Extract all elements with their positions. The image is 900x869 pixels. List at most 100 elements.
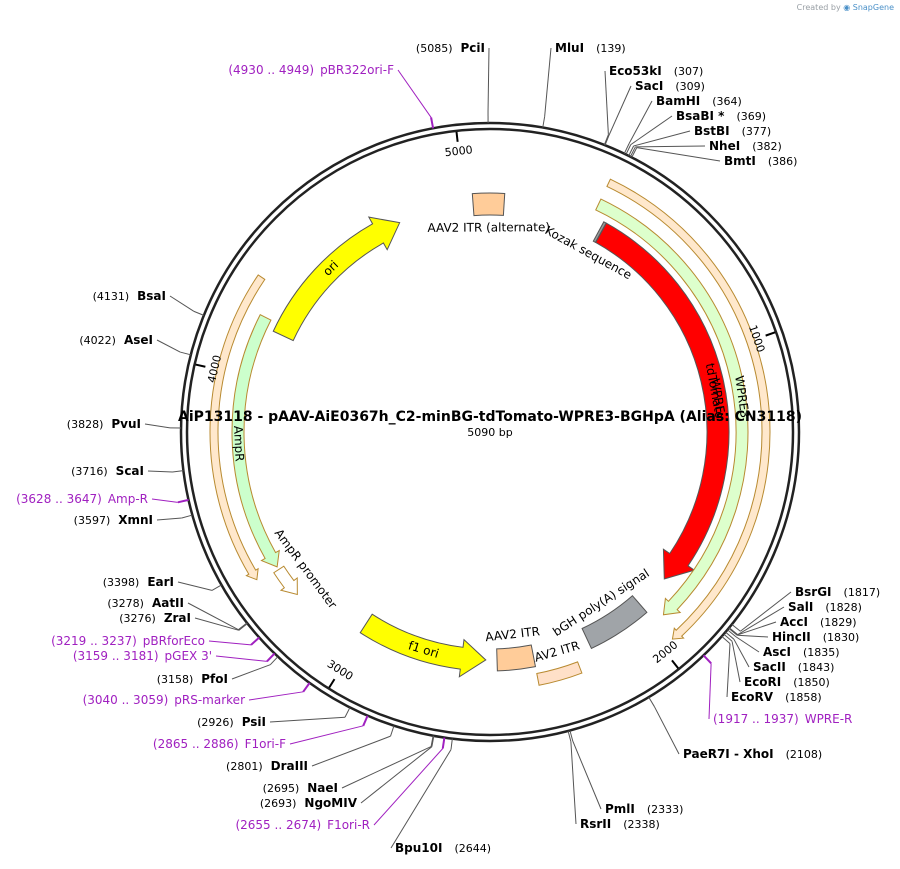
site-pfoi-position: (3158) <box>157 673 194 686</box>
site-bsrgi-label[interactable]: BsrGI(1817) <box>795 585 880 599</box>
tick-mark <box>455 131 459 142</box>
feature-tdtomato[interactable] <box>594 222 730 580</box>
feature-wpre[interactable] <box>595 198 749 616</box>
site-pmli-label[interactable]: PmlI(2333) <box>605 802 683 816</box>
site-acci-label[interactable]: AccI(1829) <box>780 615 857 629</box>
site-pvui-name: PvuI <box>111 417 141 431</box>
site-bamhi-leader <box>628 100 653 145</box>
primer-pbr322ori-f-range: (4930 .. 4949) <box>228 63 314 77</box>
site-saci-name: SacI <box>635 79 663 93</box>
site-pcii-label[interactable]: (5085)PciI <box>416 41 485 55</box>
feature-unlabeled[interactable] <box>209 274 266 581</box>
site-acci-leader <box>737 621 777 636</box>
site-sali-label[interactable]: SalI(1828) <box>788 600 862 614</box>
site-eco53ki-label[interactable]: Eco53kI(307) <box>609 64 703 78</box>
site-bsai-label[interactable]: (4131)BsaI <box>93 289 166 303</box>
site-bsai-mark <box>193 310 205 316</box>
site-rsrii-mark <box>567 730 572 742</box>
site-paer7i-xhoi-label[interactable]: PaeR7I - XhoI(2108) <box>683 747 822 761</box>
site-bsabi-position: (369) <box>736 110 766 123</box>
primer-pbrforeco-range: (3219 .. 3237) <box>51 634 137 648</box>
site-ecorv-position: (1858) <box>785 691 822 704</box>
primer-amp-r-label[interactable]: (3628 .. 3647)Amp-R <box>16 492 148 506</box>
site-saci-label[interactable]: SacI(309) <box>635 79 705 93</box>
site-naei-label[interactable]: (2695)NaeI <box>263 781 338 795</box>
site-nhei-name: NheI <box>709 139 740 153</box>
primer-pbr322ori-f-mark <box>430 117 435 129</box>
backbone-inner-ring <box>185 127 795 737</box>
feature-aav2-itr-alternate[interactable] <box>471 192 506 217</box>
site-bpu10i-position: (2644) <box>454 842 491 855</box>
site-eari-leader <box>177 581 213 591</box>
site-zrai-label[interactable]: (3276)ZraI <box>119 611 191 625</box>
primer-prs-marker-name: pRS-marker <box>174 693 245 707</box>
site-ngomiv-position: (2693) <box>260 797 297 810</box>
site-asci-mark <box>727 629 737 638</box>
site-hincii-leader <box>737 634 769 638</box>
site-pfoi-label[interactable]: (3158)PfoI <box>157 672 228 686</box>
site-bsabi-label[interactable]: BsaBI *(369) <box>676 109 766 123</box>
site-bpu10i-label[interactable]: Bpu10I(2644) <box>395 841 491 855</box>
site-eco53ki-position: (307) <box>674 65 704 78</box>
site-eari-name: EarI <box>147 575 174 589</box>
site-hincii-label[interactable]: HincII(1830) <box>772 630 859 644</box>
site-ecorv-label[interactable]: EcoRV(1858) <box>731 690 822 704</box>
feature-aav2-itr[interactable] <box>496 644 537 672</box>
tick-mark <box>765 331 776 337</box>
site-psii-label[interactable]: (2926)PsiI <box>197 715 266 729</box>
site-pcii-name: PciI <box>461 41 486 55</box>
site-mlui-label[interactable]: MluI(139) <box>555 41 626 55</box>
site-asei-label[interactable]: (4022)AseI <box>79 333 153 347</box>
site-asci-label[interactable]: AscI(1835) <box>763 645 840 659</box>
site-eco53ki-leader <box>604 70 609 135</box>
site-sali-position: (1828) <box>825 601 862 614</box>
site-naei-position: (2695) <box>263 782 300 795</box>
tick-label: 3000 <box>325 657 356 683</box>
site-eari-label[interactable]: (3398)EarI <box>103 575 174 589</box>
primer-wpre-r-range: (1917 .. 1937) <box>713 712 799 726</box>
site-ecori-label[interactable]: EcoRI(1850) <box>744 675 830 689</box>
primer-pgex-3-name: pGEX 3' <box>165 649 212 663</box>
site-nhei-label[interactable]: NheI(382) <box>709 139 782 153</box>
site-pvui-label[interactable]: (3828) PvuI <box>67 417 141 431</box>
site-ngomiv-label[interactable]: (2693)NgoMIV <box>260 796 358 810</box>
site-scai-mark <box>172 470 184 473</box>
site-rsrii-label[interactable]: RsrII(2338) <box>580 817 660 831</box>
feature-aav2-itr[interactable] <box>536 661 583 686</box>
primer-pbr322ori-f-label[interactable]: (4930 .. 4949)pBR322ori-F <box>228 63 394 77</box>
feature-wpre3[interactable] <box>606 178 771 640</box>
site-aatii-label[interactable]: (3278)AatII <box>107 596 184 610</box>
primer-wpre-r-name: WPRE-R <box>805 712 853 726</box>
primer-f1ori-f-label[interactable]: (2865 .. 2886)F1ori-F <box>153 737 286 751</box>
site-hincii-position: (1830) <box>823 631 860 644</box>
site-sacii-label[interactable]: SacII(1843) <box>753 660 834 674</box>
feature-ampr-promoter[interactable] <box>273 565 298 596</box>
site-bstbi-label[interactable]: BstBI(377) <box>694 124 771 138</box>
primer-wpre-r-mark <box>702 654 712 665</box>
site-bamhi-label[interactable]: BamHI(364) <box>656 94 742 108</box>
primer-amp-r-name: Amp-R <box>108 492 148 506</box>
primer-wpre-r-label[interactable]: (1917 .. 1937) WPRE-R <box>713 712 852 726</box>
primer-prs-marker-label[interactable]: (3040 .. 3059)pRS-marker <box>83 693 245 707</box>
site-xmni-label[interactable]: (3597)XmnI <box>74 513 153 527</box>
site-scai-position: (3716) <box>71 465 108 478</box>
feature-bgh-poly-a-signal[interactable] <box>581 595 648 650</box>
site-bsabi-leader <box>630 115 673 146</box>
primer-f1ori-r-name: F1ori-R <box>327 818 370 832</box>
feature-ampr[interactable] <box>231 313 280 568</box>
site-scai-label[interactable]: (3716)ScaI <box>71 464 144 478</box>
feature-f1-ori[interactable] <box>359 613 487 678</box>
primer-pgex-3-label[interactable]: (3159 .. 3181)pGEX 3' <box>73 649 212 663</box>
site-bmti-label[interactable]: BmtI(386) <box>724 154 797 168</box>
primer-f1ori-r-leader <box>373 748 444 826</box>
site-psii-name: PsiI <box>242 715 266 729</box>
site-pvui-position: (3828) <box>67 418 104 431</box>
feature-ori[interactable] <box>272 216 401 342</box>
site-draiii-position: (2801) <box>226 760 263 773</box>
tick-mark <box>671 659 679 669</box>
backbone-outer-ring <box>179 121 801 743</box>
primer-f1ori-f-range: (2865 .. 2886) <box>153 737 239 751</box>
primer-pbrforeco-label[interactable]: (3219 .. 3237)pBRforEco <box>51 634 205 648</box>
site-draiii-label[interactable]: (2801)DraIII <box>226 759 308 773</box>
primer-f1ori-r-label[interactable]: (2655 .. 2674)F1ori-R <box>235 818 370 832</box>
